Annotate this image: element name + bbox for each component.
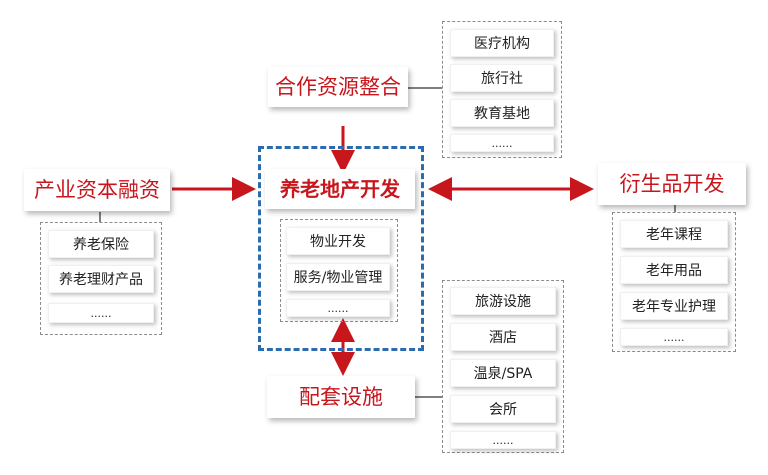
bottom-item-tourism: 旅游设施 [450, 287, 556, 315]
right-item-more: ...... [620, 328, 728, 346]
right-item-nursing: 老年专业护理 [620, 292, 728, 320]
top-title: 合作资源整合 [268, 67, 408, 107]
top-items-group [442, 21, 562, 158]
top-item-travel-agency: 旅行社 [450, 64, 554, 92]
center-item-more: ...... [286, 299, 390, 317]
top-item-medical: 医疗机构 [450, 29, 554, 57]
right-item-goods: 老年用品 [620, 256, 728, 284]
left-items-group [40, 222, 162, 335]
center-frame [258, 146, 424, 351]
top-item-education: 教育基地 [450, 99, 554, 127]
left-item-insurance: 养老保险 [48, 230, 154, 258]
bottom-item-club: 会所 [450, 395, 556, 423]
bottom-item-spa: 温泉/SPA [450, 359, 556, 387]
bottom-item-more: ...... [450, 431, 556, 449]
left-item-finance-product: 养老理财产品 [48, 265, 154, 293]
right-items-group [612, 212, 736, 352]
bottom-items-group [442, 280, 564, 453]
center-items-group [280, 219, 398, 322]
center-item-property-dev: 物业开发 [286, 227, 390, 255]
bottom-title: 配套设施 [267, 376, 415, 418]
center-item-service-mgmt: 服务/物业管理 [286, 263, 390, 291]
bottom-item-hotel: 酒店 [450, 323, 556, 351]
left-title: 产业资本融资 [24, 169, 170, 211]
center-title: 养老地产开发 [265, 169, 415, 209]
right-item-courses: 老年课程 [620, 220, 728, 248]
left-item-more: ...... [48, 303, 154, 323]
top-item-more: ...... [450, 134, 554, 152]
right-title: 衍生品开发 [598, 163, 746, 205]
